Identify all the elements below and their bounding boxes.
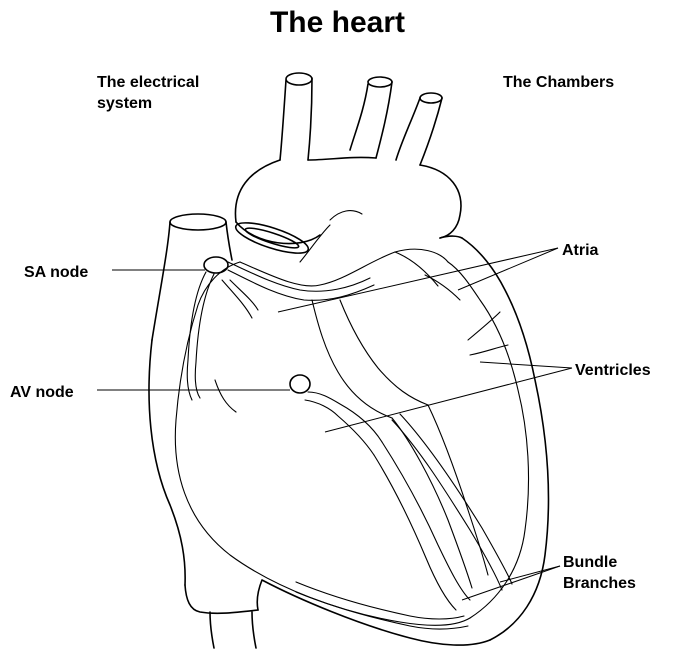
inferior-vena-cava: [210, 612, 256, 648]
leader-bundle-left: [500, 566, 560, 582]
inner-wall: [175, 211, 528, 626]
leader-atria-left: [458, 248, 558, 290]
leader-atria-right: [278, 248, 558, 312]
leader-ventricles-left: [480, 362, 572, 368]
heart-outline: [149, 236, 548, 645]
leader-lines: [97, 248, 572, 600]
leader-ventricles-right: [325, 368, 572, 432]
av-node-shape: [290, 375, 310, 393]
conduction-system: [187, 257, 512, 629]
leader-bundle-right: [462, 566, 560, 600]
sa-node-shape: [204, 257, 228, 273]
great-vessels: [233, 73, 461, 259]
